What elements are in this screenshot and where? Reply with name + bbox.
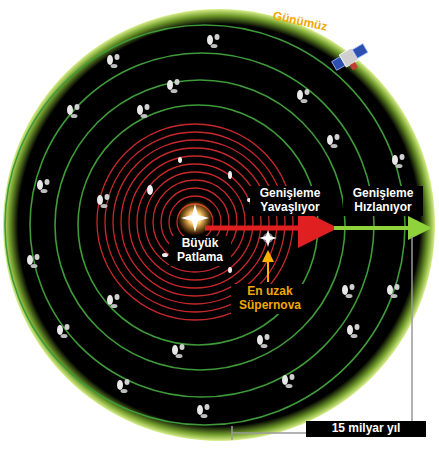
expansion-label: Genişleme Yavaşlıyor (250, 186, 330, 216)
origin-label: Büyük Patlama (169, 236, 231, 266)
time-label: 15 milyar yıl (306, 421, 426, 437)
supernova-label: En uzak Süpernova (231, 284, 309, 314)
expansion-label: Genişleme Hızlanıyor (343, 186, 423, 216)
